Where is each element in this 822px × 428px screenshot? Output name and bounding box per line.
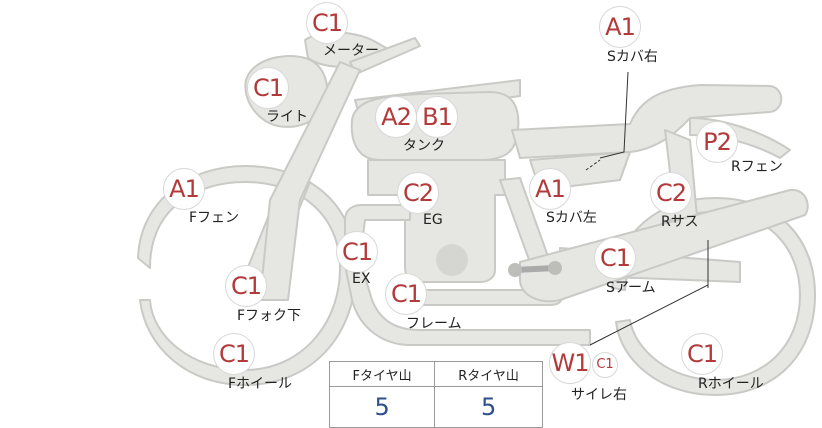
tire-tread-table: Fタイヤ山 Rタイヤ山 5 5 [328, 361, 543, 428]
front-wheel-grade: C1 [213, 333, 255, 375]
front-wheel-label: Fホイール [228, 376, 293, 392]
tank-label: タンク [403, 138, 445, 154]
rear-shock-grade: C2 [650, 172, 692, 214]
meter-label: メーター [323, 43, 379, 59]
front-fender-label: Fフェン [189, 210, 240, 226]
light-label: ライト [266, 109, 308, 125]
muffler-shape [519, 188, 809, 303]
rear-wheel-label: Rホイール [698, 376, 764, 392]
muffler-grade-2: C1 [592, 352, 618, 378]
light-grade: C1 [247, 67, 289, 109]
side-cover-l-grade: A1 [529, 168, 571, 210]
engine-cover-shape [436, 244, 468, 276]
rear-tire-value: 5 [434, 386, 543, 428]
side-cover-r-grade: A1 [599, 6, 641, 48]
engine-label: EG [423, 212, 443, 228]
exhaust-grade: C1 [336, 231, 378, 273]
meter-grade: C1 [306, 2, 348, 44]
engine-grade: C2 [397, 172, 439, 214]
exhaust-label: EX [352, 271, 371, 287]
muffler-grade-1: W1 [549, 342, 591, 384]
seat-shape [511, 84, 783, 159]
exhaust-shape [344, 204, 591, 346]
swing-arm-grade: C1 [594, 237, 636, 279]
leader-lines [585, 71, 709, 346]
tank-grade-1: A2 [375, 96, 417, 138]
rear-fender-grade: P2 [696, 121, 738, 163]
front-tire-value: 5 [328, 386, 436, 428]
frame-front-shape [259, 61, 361, 301]
front-fender-grade: A1 [163, 168, 205, 210]
frame-label: フレーム [406, 316, 462, 332]
rear-tire-header: Rタイヤ山 [434, 361, 543, 387]
front-tire-header: Fタイヤ山 [328, 361, 436, 387]
side-cover-l-label: Sカバ左 [546, 210, 597, 226]
front-fork-grade: C1 [225, 265, 267, 307]
side-cover-r-label: Sカバ右 [607, 49, 658, 65]
rear-shock-label: Rサス [661, 214, 699, 230]
front-fork-label: Fフォク下 [237, 308, 302, 324]
tank-grade-2: B1 [416, 96, 458, 138]
muffler-label: サイレ右 [571, 387, 627, 403]
rear-wheel-grade: C1 [681, 333, 723, 375]
swing-arm-label: Sアーム [606, 280, 656, 296]
frame-grade: C1 [385, 273, 427, 315]
rear-fender-label: Rフェン [731, 159, 783, 175]
